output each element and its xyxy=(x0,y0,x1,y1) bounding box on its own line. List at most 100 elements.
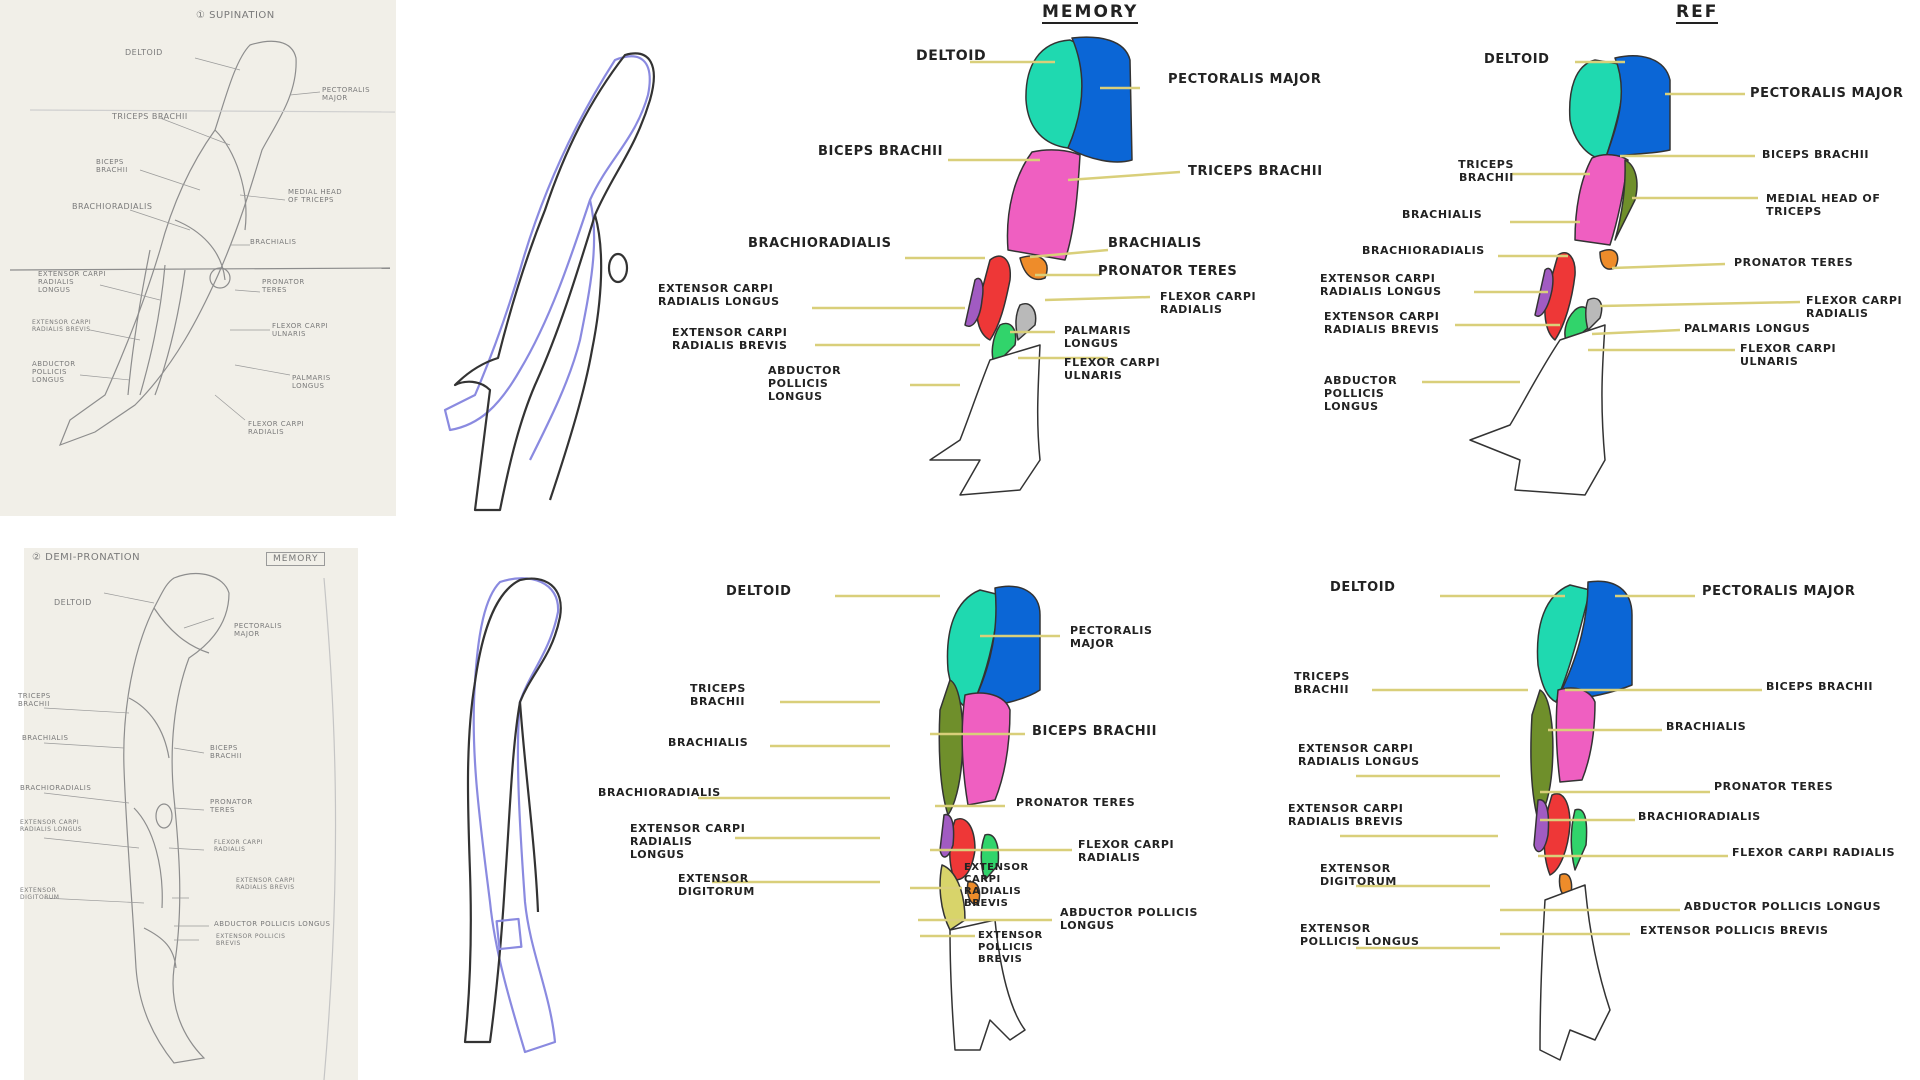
ref-top-label-deltoid: DELTOID xyxy=(1484,52,1550,67)
sketch1-label-ext-carpi: EXTENSOR CARPI RADIALIS LONGUS xyxy=(38,270,106,295)
memory-top-label-brachialis: BRACHIALIS xyxy=(1108,236,1202,251)
sketch1-label-flexor-ulnaris: FLEXOR CARPI ULNARIS xyxy=(272,322,329,339)
memory-bottom-ext-longus xyxy=(939,813,955,858)
memory-bottom-label-ext-longus: EXTENSOR CARPI RADIALIS LONGUS xyxy=(630,822,746,862)
sketch2-label-ext-digitorum: EXTENSOR DIGITORUM xyxy=(20,887,60,901)
ref-top-label-pectoralis: PECTORALIS MAJOR xyxy=(1750,86,1904,101)
memory-top-label-flexor-radialis: FLEXOR CARPI RADIALIS xyxy=(1160,290,1257,317)
sketch1-label-abductor: ABDUCTOR POLLICIS LONGUS xyxy=(32,360,76,385)
ref-top-label-ext-brevis: EXTENSOR CARPI RADIALIS BREVIS xyxy=(1324,310,1440,337)
ref-bottom-ext-longus xyxy=(1533,799,1550,853)
ref-bottom-deltoid xyxy=(1536,584,1591,703)
ref-top-forearm xyxy=(1469,324,1606,496)
sketch2-label-ext-longus: EXTENSOR CARPI RADIALIS LONGUS xyxy=(20,819,83,833)
ref-top-label-flexor-radialis: FLEXOR CARPI RADIALIS xyxy=(1806,294,1903,321)
sketch2-label-deltoid: DELTOID xyxy=(54,598,92,607)
sketch1-title: ① SUPINATION xyxy=(196,10,275,21)
ref-top-label-biceps: BICEPS BRACHII xyxy=(1762,148,1870,161)
memory-bottom-label-ext-pollicis-brevis: EXTENSOR POLLICIS BREVIS xyxy=(978,930,1043,965)
ref-bottom-label-ext-longus: EXTENSOR CARPI RADIALIS LONGUS xyxy=(1298,742,1420,769)
ref-bottom-label-ext-digitorum: EXTENSOR DIGITORUM xyxy=(1320,862,1397,889)
memory-top-label-ext-longus: EXTENSOR CARPI RADIALIS LONGUS xyxy=(658,282,780,309)
ref-bottom-label-ext-pollicis-brevis: EXTENSOR POLLICIS BREVIS xyxy=(1640,924,1829,937)
sketch1-label-palmaris: PALMARIS LONGUS xyxy=(292,374,331,391)
memory-bottom-label-pronator: PRONATOR TERES xyxy=(1016,796,1136,809)
sketch2-label-biceps: BICEPS BRACHII xyxy=(210,744,242,761)
memory-top-label-palmaris: PALMARIS LONGUS xyxy=(1064,324,1132,351)
ref-top-pectoralis xyxy=(1604,55,1671,161)
ref-top-biceps xyxy=(1574,153,1629,246)
memory-bottom-label-brachialis: BRACHIALIS xyxy=(668,736,749,749)
sketch-demipronation-paper: ② DEMI-PRONATION MEMORY DELTOID PECTORAL… xyxy=(18,548,358,1080)
memory-top-label-biceps: BICEPS BRACHII xyxy=(818,144,944,159)
sketch1-label-biceps: BICEPS BRACHII xyxy=(96,158,128,175)
memory-header: MEMORY xyxy=(1042,2,1139,24)
sketch-supination-drawing xyxy=(9,40,396,447)
sketch2-label-abductor: ABDUCTOR POLLICIS LONGUS xyxy=(214,920,331,928)
memory-bottom-orange xyxy=(966,881,981,906)
memory-top-label-pectoralis: PECTORALIS MAJOR xyxy=(1168,72,1322,87)
sketch2-label-ext-brevis: EXTENSOR CARPI RADIALIS BREVIS xyxy=(236,877,296,891)
memory-top-pectoralis xyxy=(1067,36,1133,163)
ref-bottom-label-pectoralis: PECTORALIS MAJOR xyxy=(1702,584,1856,599)
ref-bottom-arm xyxy=(1530,580,1633,1061)
sketch1-label-brachialis: BRACHIALIS xyxy=(250,238,297,246)
memory-bottom-triceps xyxy=(938,679,964,816)
ref-top-label-abductor: ABDUCTOR POLLICIS LONGUS xyxy=(1324,374,1398,414)
sketch2-label-pectoralis: PECTORALIS MAJOR xyxy=(234,622,283,639)
ref-top-arm xyxy=(1469,55,1671,496)
memory-bottom-ext-digitorum xyxy=(939,864,966,931)
ref-top-label-palmaris: PALMARIS LONGUS xyxy=(1684,322,1811,335)
memory-bottom-flexor xyxy=(980,833,1000,881)
ref-bottom-label-biceps: BICEPS BRACHII xyxy=(1766,680,1874,693)
sketch2-label-pronator: PRONATOR TERES xyxy=(210,798,253,815)
ref-top-triceps xyxy=(1614,159,1638,241)
memory-bottom-label-triceps: TRICEPS BRACHII xyxy=(690,682,746,709)
memory-bottom-label-deltoid: DELTOID xyxy=(726,584,792,599)
ref-bottom-label-brachioradialis: BRACHIORADIALIS xyxy=(1638,810,1761,823)
memory-top-label-triceps: TRICEPS BRACHII xyxy=(1188,164,1323,179)
ref-top-label-flexor-ulnaris: FLEXOR CARPI ULNARIS xyxy=(1740,342,1837,369)
ref-top-palmaris xyxy=(1585,297,1603,331)
sketch1-label-deltoid: DELTOID xyxy=(125,48,163,57)
ref-bottom-label-flexor-radialis: FLEXOR CARPI RADIALIS xyxy=(1732,846,1896,859)
sketch2-title: ② DEMI-PRONATION xyxy=(32,552,141,563)
outline-supination-overlay xyxy=(443,52,655,512)
memory-top-label-ext-brevis: EXTENSOR CARPI RADIALIS BREVIS xyxy=(672,326,788,353)
sketch1-label-brachioradialis: BRACHIORADIALIS xyxy=(72,202,153,211)
ref-bottom-label-ext-brevis: EXTENSOR CARPI RADIALIS BREVIS xyxy=(1288,802,1404,829)
sketch2-label-ext-pollicis-brevis: EXTENSOR POLLICIS BREVIS xyxy=(216,933,286,947)
memory-top-label-deltoid: DELTOID xyxy=(916,48,987,64)
sketch-demipronation-drawing xyxy=(43,573,337,1080)
ref-top-label-brachioradialis: BRACHIORADIALIS xyxy=(1362,244,1485,257)
ref-top-label-ext-longus: EXTENSOR CARPI RADIALIS LONGUS xyxy=(1320,272,1442,299)
ref-bottom-label-abductor: ABDUCTOR POLLICIS LONGUS xyxy=(1684,900,1882,913)
memory-bottom-forearm xyxy=(949,919,1026,1051)
memory-bottom-biceps xyxy=(961,692,1011,806)
memory-bottom-label-ext-digitorum: EXTENSOR DIGITORUM xyxy=(678,872,755,899)
memory-bottom-label-pectoralis: PECTORALIS MAJOR xyxy=(1070,624,1153,651)
memory-bottom-label-abductor: ABDUCTOR POLLICIS LONGUS xyxy=(1060,906,1198,933)
memory-top-label-flexor-ulnaris: FLEXOR CARPI ULNARIS xyxy=(1064,356,1161,383)
sketch2-label-flexor-radialis: FLEXOR CARPI RADIALIS xyxy=(214,839,263,853)
memory-top-label-abductor: ABDUCTOR POLLICIS LONGUS xyxy=(768,364,842,404)
memory-bottom-label-biceps: BICEPS BRACHII xyxy=(1032,724,1158,739)
ref-top-label-triceps: TRICEPS BRACHII xyxy=(1458,158,1514,185)
sketch1-label-flexor-radialis: FLEXOR CARPI RADIALIS xyxy=(248,420,305,437)
sketch2-label-triceps: TRICEPS BRACHII xyxy=(18,692,51,709)
sketch2-label-brachialis: BRACHIALIS xyxy=(22,734,69,742)
sketch1-label-medial: MEDIAL HEAD OF TRICEPS xyxy=(288,188,343,205)
ref-bottom-forearm xyxy=(1539,884,1611,1061)
memory-top-label-brachioradialis: BRACHIORADIALIS xyxy=(748,236,892,251)
ref-header: REF xyxy=(1676,2,1719,24)
memory-bottom-label-flexor-radialis: FLEXOR CARPI RADIALIS xyxy=(1078,838,1175,865)
ref-top-label-medial: MEDIAL HEAD OF TRICEPS xyxy=(1766,192,1881,219)
ref-bottom-label-ext-pollicis-longus: EXTENSOR POLLICIS LONGUS xyxy=(1300,922,1420,949)
sketch1-label-pectoralis: PECTORALIS MAJOR xyxy=(322,86,371,103)
sketch1-label-pronator: PRONATOR TERES xyxy=(262,278,305,295)
ref-top-label-pronator: PRONATOR TERES xyxy=(1734,256,1854,269)
sketch-supination-paper: ① SUPINATION DELTOID PECTORALIS MAJOR TR… xyxy=(0,0,396,516)
ref-bottom-label-pronator: PRONATOR TERES xyxy=(1714,780,1834,793)
